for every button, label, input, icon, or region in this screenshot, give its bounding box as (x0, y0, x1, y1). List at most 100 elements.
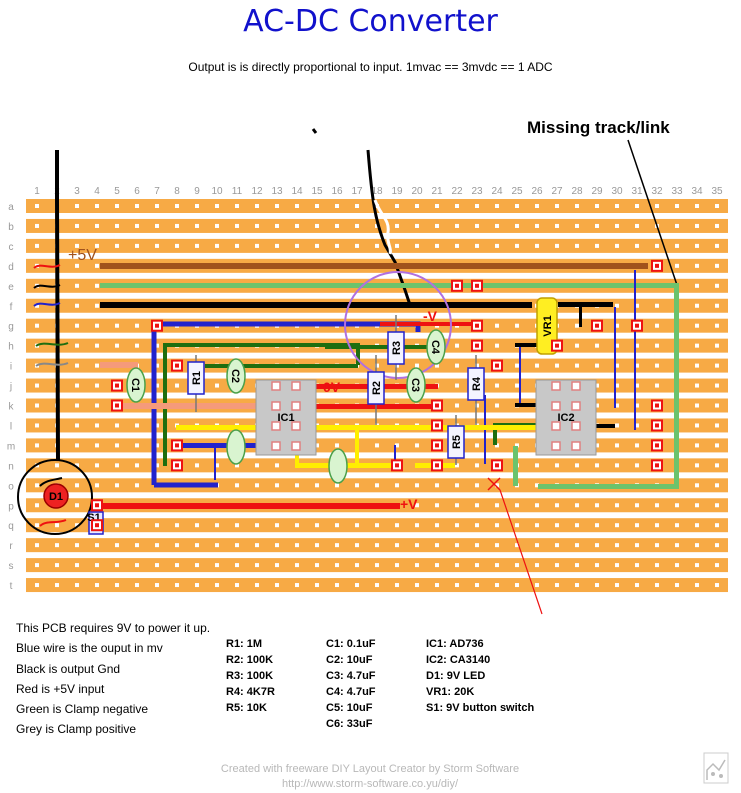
hole (175, 543, 179, 548)
hole (115, 243, 119, 248)
hole (95, 343, 99, 348)
hole (515, 543, 519, 548)
hole (35, 223, 39, 228)
column-number: 7 (154, 186, 160, 197)
hole (395, 223, 399, 228)
ic-pin (551, 421, 561, 431)
black-link-ic2 (515, 403, 540, 407)
hole (595, 363, 599, 368)
hole (475, 363, 479, 368)
hole (555, 543, 559, 548)
red-plus-v-wire (96, 503, 400, 509)
red-short-link (380, 322, 476, 326)
pad-center (655, 463, 659, 468)
r2-resistor: R2 (367, 355, 385, 425)
hole (95, 204, 99, 208)
hole (135, 463, 139, 468)
hole (535, 543, 539, 548)
hole (175, 523, 179, 528)
hole (695, 483, 699, 488)
hole (215, 463, 219, 468)
hole (575, 503, 579, 508)
hole (215, 204, 219, 208)
hole (615, 503, 619, 508)
plus-v-label: +V (400, 496, 418, 512)
hole (135, 483, 139, 488)
column-number: 1 (34, 186, 40, 197)
hole (395, 204, 399, 208)
hole (655, 363, 659, 368)
cut-mark-2 (487, 477, 501, 491)
hole (135, 343, 139, 348)
hole (95, 563, 99, 568)
hole (135, 523, 139, 528)
hole (415, 223, 419, 228)
hole (655, 503, 659, 508)
hole (435, 523, 439, 528)
hole (635, 343, 639, 348)
r3-label: R3 (391, 341, 403, 355)
column-number: 13 (271, 186, 283, 197)
hole (315, 223, 319, 228)
hole (355, 583, 359, 588)
column-number: 28 (571, 186, 583, 197)
hole (295, 583, 299, 588)
hole (155, 383, 159, 388)
purple-highlight-circle (344, 271, 452, 379)
column-number: 24 (491, 186, 503, 197)
hole (135, 563, 139, 568)
hole (255, 523, 259, 528)
hole (315, 204, 319, 208)
hole (135, 423, 139, 428)
hole (255, 243, 259, 248)
hole (255, 543, 259, 548)
column-number: 26 (531, 186, 543, 197)
hole (615, 443, 619, 448)
hole (715, 263, 719, 268)
yellow-wire-2 (315, 425, 538, 430)
hole (635, 303, 639, 308)
hole (575, 543, 579, 548)
hole (75, 423, 79, 428)
r1-label: R1 (191, 371, 203, 385)
hole (595, 583, 599, 588)
hole (55, 463, 59, 468)
pad-center (655, 423, 659, 428)
hole (655, 204, 659, 208)
hole (335, 204, 339, 208)
hole (75, 323, 79, 328)
part-item: IC1: AD736 (426, 638, 484, 650)
hole (375, 243, 379, 248)
column-number: 14 (291, 186, 303, 197)
hole (615, 383, 619, 388)
hole (355, 483, 359, 488)
row-letter: b (8, 222, 14, 233)
hole (275, 204, 279, 208)
hole (215, 563, 219, 568)
footer-url[interactable]: http://www.storm-software.co.yu/diy/ (281, 778, 459, 790)
column-number: 9 (194, 186, 200, 197)
hole (95, 243, 99, 248)
r1-resistor: R1 (187, 355, 205, 412)
pad-center (635, 323, 639, 328)
hole (695, 383, 699, 388)
hole (135, 243, 139, 248)
hole (475, 503, 479, 508)
hole (35, 303, 39, 308)
hole (35, 423, 39, 428)
hole (715, 443, 719, 448)
hole (655, 543, 659, 548)
hole (595, 383, 599, 388)
ic2-label: IC2 (557, 412, 574, 424)
darkgreen-wire-2 (205, 364, 358, 368)
hole (555, 363, 559, 368)
hole (495, 583, 499, 588)
row-letter: o (8, 481, 14, 492)
hole (75, 343, 79, 348)
hole (275, 523, 279, 528)
hole (555, 463, 559, 468)
hole (715, 283, 719, 288)
hole (495, 223, 499, 228)
